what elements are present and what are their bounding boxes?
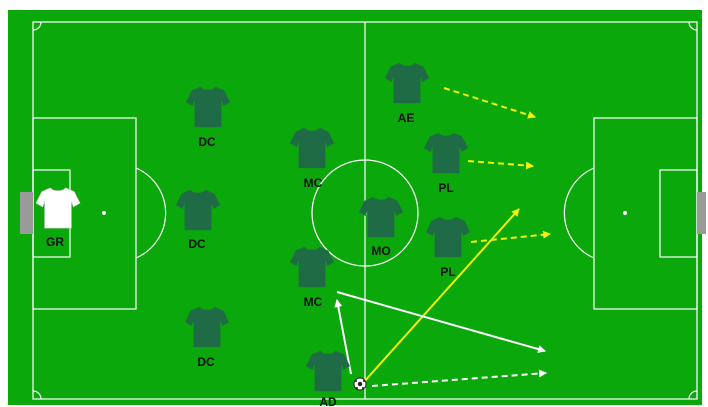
- player-label: DC: [198, 135, 216, 149]
- player-label: MC: [304, 295, 323, 309]
- right-penalty-spot: [623, 211, 627, 215]
- soccer-ball-icon[interactable]: [354, 378, 366, 390]
- player-label: GR: [46, 235, 64, 249]
- player-label: MC: [304, 176, 323, 190]
- player-label: AD: [319, 395, 337, 407]
- left-goal: [20, 192, 33, 234]
- player-label: DC: [197, 355, 215, 369]
- pitch-grass: [8, 10, 702, 405]
- right-goal: [697, 192, 706, 234]
- left-penalty-spot: [102, 211, 106, 215]
- player-label: AE: [398, 111, 415, 125]
- player-label: DC: [188, 237, 206, 251]
- player-label: PL: [440, 265, 455, 279]
- player-label: MO: [371, 244, 390, 258]
- player-label: PL: [438, 181, 453, 195]
